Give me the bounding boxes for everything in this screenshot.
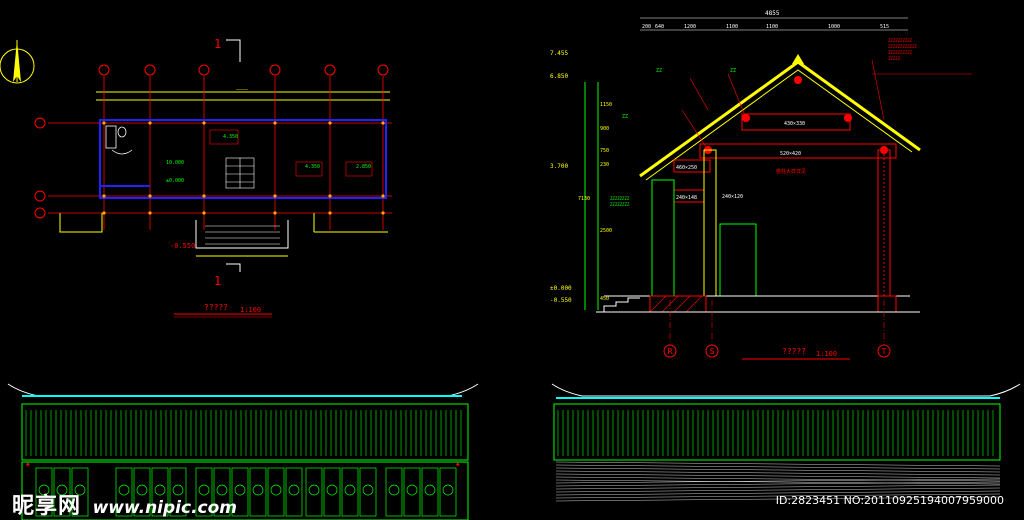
svg-text:◆: ◆	[26, 461, 30, 468]
watermark-url: www.nipic.com	[92, 498, 238, 518]
svg-text:ZZZZZZZZZZZZ: ZZZZZZZZZZZZ	[888, 44, 917, 49]
svg-text:S: S	[710, 347, 715, 356]
section-title: ?????	[782, 347, 806, 356]
red-note: 檐柱大样详见	[776, 168, 806, 175]
toilet-icon	[105, 125, 133, 155]
svg-text:ZZZZZZZZ: ZZZZZZZZ	[610, 202, 630, 207]
svg-text:10.000: 10.000	[166, 160, 184, 166]
plan-elev-label: -0.550	[170, 242, 195, 250]
svg-text:515: 515	[880, 24, 889, 30]
cross-section: 4855 200 640 1200 1100 1100 1000 515 7.4…	[550, 10, 972, 360]
section-top-dims: 200 640 1200 1100 1100 1000 515	[642, 24, 889, 30]
svg-text:-0.550: -0.550	[550, 297, 572, 304]
svg-text:─────: ─────	[235, 87, 249, 92]
svg-text:230: 230	[600, 162, 609, 168]
svg-text:4.350: 4.350	[305, 164, 320, 170]
section-scale: 1:100	[816, 350, 837, 358]
north-arrow-icon	[0, 40, 35, 84]
svg-text:±0.000: ±0.000	[550, 285, 572, 292]
svg-text:7130: 7130	[578, 196, 590, 202]
svg-text:900: 900	[600, 126, 609, 132]
svg-text:4.350: 4.350	[223, 134, 238, 140]
svg-text:200: 200	[642, 24, 651, 30]
plan-axis-numbers	[98, 64, 389, 76]
watermark-id: ID:2823451 NO:20110925194007959000	[775, 494, 1004, 507]
plan-notes: 4.350 10.000 ±0.000 4.350 2.850	[166, 134, 371, 184]
svg-text:640: 640	[655, 24, 664, 30]
svg-text:ZZZZZ: ZZZZZ	[888, 56, 901, 61]
section-axis-letters: R S T	[668, 347, 887, 356]
svg-text:520×420: 520×420	[780, 151, 801, 157]
svg-text:R: R	[668, 347, 673, 356]
svg-text:6.850: 6.850	[550, 73, 568, 80]
watermark-brand: 昵享网	[12, 494, 82, 519]
svg-text:2.850: 2.850	[356, 164, 371, 170]
floor-plan: 1 ─────	[34, 37, 392, 318]
svg-text:1100: 1100	[766, 24, 778, 30]
svg-text:1200: 1200	[684, 24, 696, 30]
svg-text:ZZ: ZZ	[730, 68, 736, 74]
watermark: 昵享网 www.nipic.com	[12, 488, 237, 520]
svg-text:3.700: 3.700	[550, 163, 568, 170]
section-mark-bottom: 1	[214, 274, 221, 288]
svg-text:ZZZZZZZZ: ZZZZZZZZ	[610, 196, 630, 201]
plan-scale: 1:100	[240, 306, 261, 314]
total-dim: 4855	[765, 10, 780, 17]
section-levels: 7.455 6.850 3.700 ±0.000 -0.550	[550, 50, 572, 304]
svg-text:240×120: 240×120	[722, 194, 743, 200]
svg-text:450: 450	[600, 296, 609, 302]
svg-text:1000: 1000	[828, 24, 840, 30]
svg-text:750: 750	[600, 148, 609, 154]
svg-text:T: T	[882, 347, 887, 356]
svg-text:7.455: 7.455	[550, 50, 568, 57]
section-vertical-dims: 1150 900 750 230 7130 2500 450	[578, 102, 612, 302]
svg-text:ZZZZZZZZZZ: ZZZZZZZZZZ	[888, 50, 913, 55]
svg-text:2500: 2500	[600, 228, 612, 234]
section-mark-top: 1	[214, 37, 221, 51]
svg-text:1150: 1150	[600, 102, 612, 108]
svg-text:ZZZZZZZZZZ: ZZZZZZZZZZ	[888, 38, 913, 43]
svg-text:ZZ: ZZ	[622, 114, 628, 120]
svg-text:±0.000: ±0.000	[166, 178, 184, 184]
plan-title: ?????	[204, 303, 228, 312]
svg-text:240×148: 240×148	[676, 195, 697, 201]
stair-pattern	[225, 157, 255, 189]
svg-text:ZZ: ZZ	[656, 68, 662, 74]
svg-text:1100: 1100	[726, 24, 738, 30]
svg-text:430×330: 430×330	[784, 121, 805, 127]
svg-text:460×250: 460×250	[676, 165, 697, 171]
front-elevation: ◆ ◆	[7, 383, 479, 520]
svg-text:◆: ◆	[456, 461, 460, 468]
side-elevation	[551, 383, 1021, 502]
